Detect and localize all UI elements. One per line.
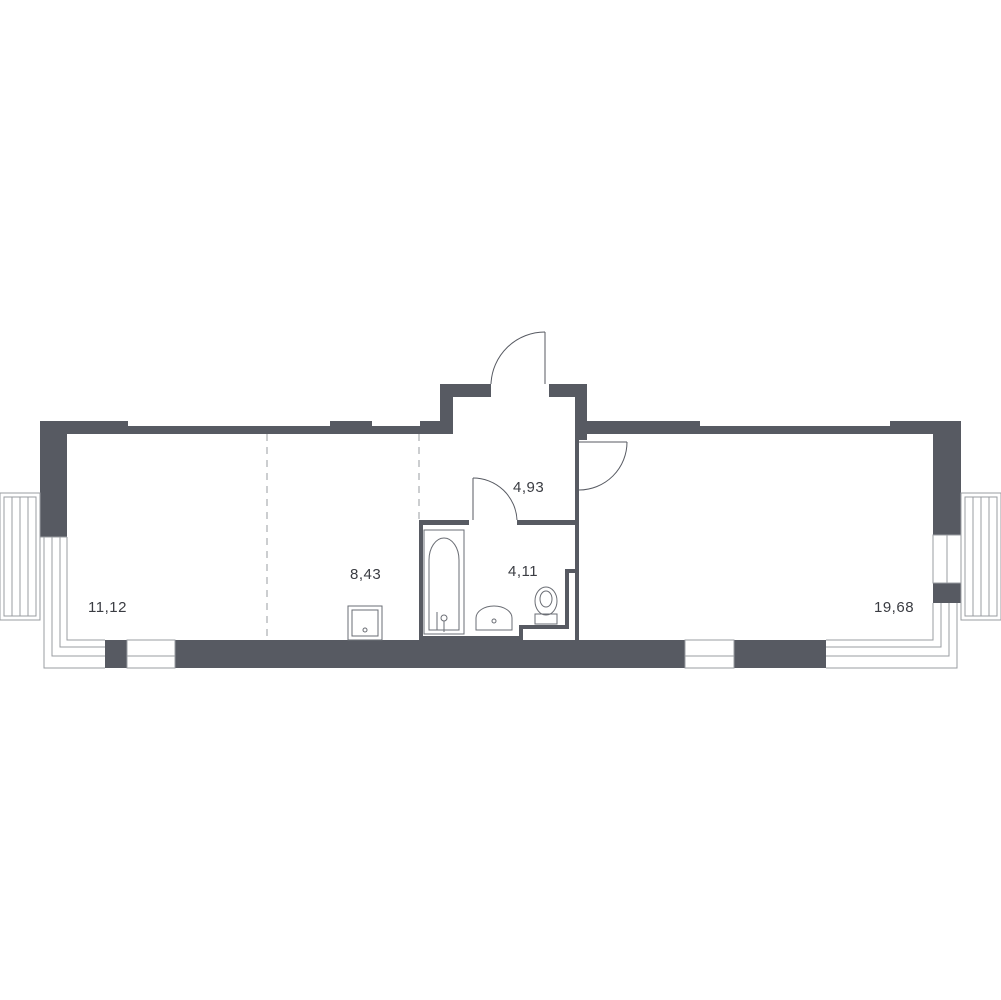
doors: [472, 331, 628, 521]
area-label-bathroom: 4,11: [508, 563, 538, 580]
left-balcony: [0, 492, 41, 621]
fixtures: [347, 529, 558, 641]
windows: [40, 534, 962, 669]
exterior-walls: [40, 384, 961, 668]
area-labels: 11,12 8,43 4,93 4,11 19,68: [88, 479, 914, 616]
area-label-bedroom: 11,12: [88, 599, 127, 616]
area-label-kitchen: 8,43: [350, 566, 381, 583]
zone-dividers: [266, 434, 420, 640]
toilet-icon: [534, 586, 558, 625]
bathtub-icon: [423, 529, 465, 635]
sink-icon: [475, 605, 513, 631]
kitchen-sink-icon: [347, 605, 383, 641]
right-balcony: [960, 492, 1001, 621]
area-label-living-room: 19,68: [874, 599, 914, 616]
bathroom-walls: [419, 434, 579, 640]
area-label-hallway: 4,93: [513, 479, 544, 496]
